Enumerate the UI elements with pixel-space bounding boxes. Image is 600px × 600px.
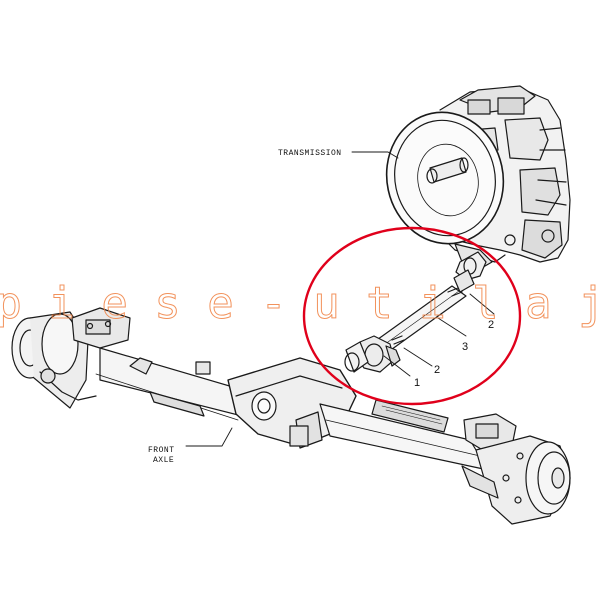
transmission	[385, 85, 571, 271]
transmission-label: TRANSMISSION	[278, 149, 342, 158]
callout-3: 3	[462, 341, 468, 353]
drive-shaft	[344, 251, 487, 373]
highlight-ellipse	[302, 226, 522, 406]
front-axle-label-line2: AXLE	[153, 456, 174, 465]
front-axle-label-line1: FRONT	[148, 446, 175, 455]
callout-2-upper: 2	[488, 319, 494, 331]
watermark-text: p i e s e - u t i l a j	[0, 278, 600, 329]
front-axle	[11, 307, 571, 525]
callout-1: 1	[414, 377, 420, 389]
callout-2-lower: 2	[434, 364, 440, 376]
leader-lines	[185, 151, 495, 447]
